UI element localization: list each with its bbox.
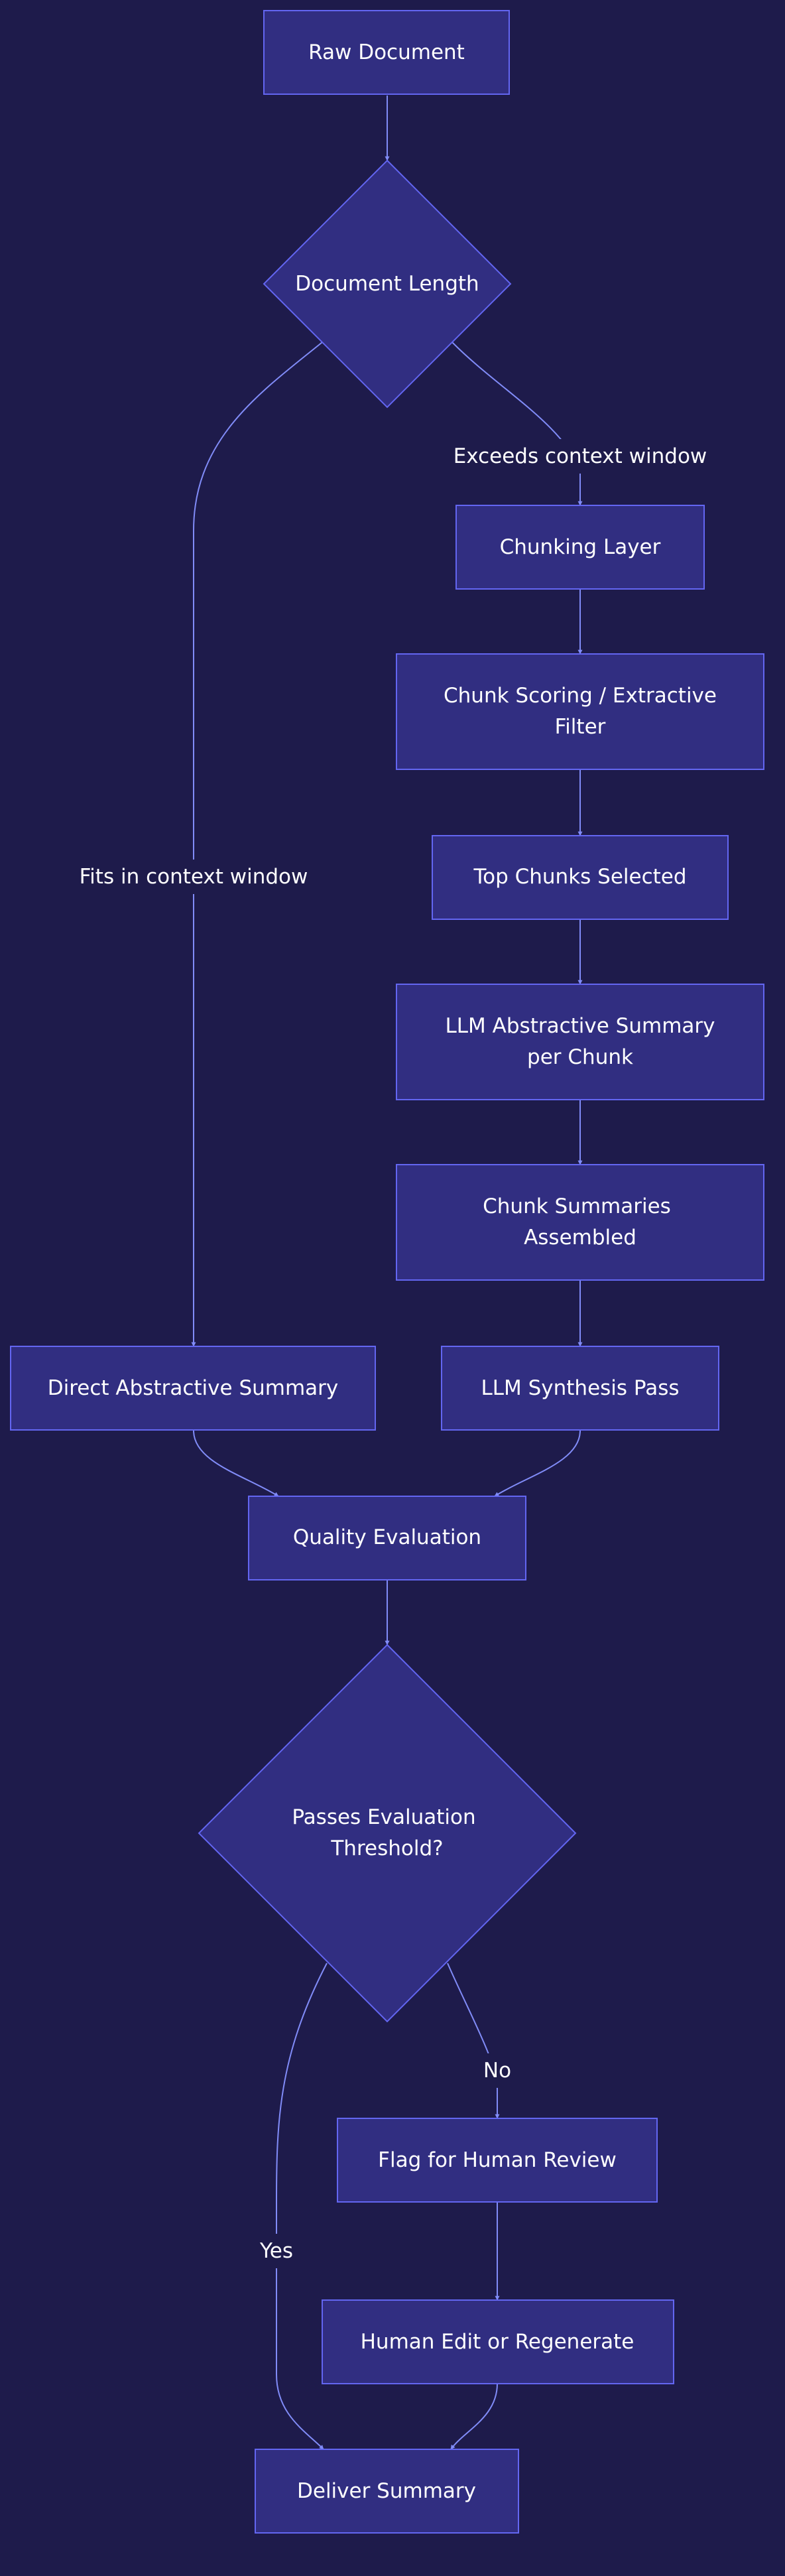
edge-synthesis-to-quality: [494, 1430, 581, 1497]
node-label: Threshold?: [330, 1836, 443, 1860]
node-label: Deliver Summary: [297, 2479, 476, 2503]
node-quality-evaluation: Quality Evaluation: [248, 1496, 526, 1580]
node-chunk-summaries-assembled: Chunk Summaries Assembled: [396, 1164, 764, 1281]
node-human-edit-or-regenerate: Human Edit or Regenerate: [322, 2299, 674, 2384]
edge-edit-to-deliver: [450, 2383, 498, 2450]
node-label: Chunk Scoring / Extractive: [444, 684, 717, 708]
node-label: Chunk Summaries: [483, 1194, 671, 1218]
edge-length-to-direct: [191, 342, 323, 1347]
node-label: per Chunk: [527, 1045, 633, 1069]
edge-direct-to-quality: [193, 1430, 279, 1497]
node-label: LLM Abstractive Summary: [446, 1014, 715, 1038]
node-label: Chunking Layer: [500, 535, 661, 559]
node-passes-evaluation-threshold: Passes Evaluation Threshold?: [198, 1643, 577, 2023]
edge-threshold-to-flag: [447, 1963, 500, 2119]
edges: [191, 96, 583, 2450]
node-label: Passes Evaluation: [292, 1805, 475, 1829]
node-label: Direct Abstractive Summary: [48, 1376, 339, 1400]
node-label: Flag for Human Review: [378, 2148, 617, 2172]
node-label: Top Chunks Selected: [473, 865, 686, 889]
node-label: Assembled: [524, 1226, 636, 1250]
node-top-chunks-selected: Top Chunks Selected: [432, 835, 729, 920]
node-chunk-scoring: Chunk Scoring / Extractive Filter: [396, 653, 764, 770]
node-document-length: Document Length: [263, 159, 512, 409]
node-label: Quality Evaluation: [293, 1525, 481, 1549]
node-deliver-summary: Deliver Summary: [255, 2449, 519, 2534]
node-raw-document: Raw Document: [263, 10, 510, 95]
edge-threshold-to-deliver: [276, 1963, 328, 2450]
node-label: Document Length: [295, 272, 479, 296]
edge-label-no: No: [483, 2059, 511, 2083]
node-label: Raw Document: [308, 40, 465, 64]
node-chunking-layer: Chunking Layer: [455, 505, 705, 590]
node-label: Filter: [555, 715, 606, 739]
edge-label-yes: Yes: [259, 2239, 293, 2263]
node-llm-synthesis-pass: LLM Synthesis Pass: [441, 1346, 719, 1431]
node-llm-abstractive-summary: LLM Abstractive Summary per Chunk: [396, 984, 764, 1100]
edge-length-to-chunking: [452, 342, 583, 506]
edge-labels: Exceeds context window Fits in context w…: [80, 439, 707, 2268]
node-flag-for-human-review: Flag for Human Review: [337, 2118, 658, 2203]
edge-label-exceeds: Exceeds context window: [453, 444, 707, 468]
node-label: Human Edit or Regenerate: [361, 2330, 634, 2354]
node-label: LLM Synthesis Pass: [481, 1376, 679, 1400]
node-direct-abstractive-summary: Direct Abstractive Summary: [10, 1346, 376, 1431]
edge-label-fits: Fits in context window: [80, 865, 308, 889]
